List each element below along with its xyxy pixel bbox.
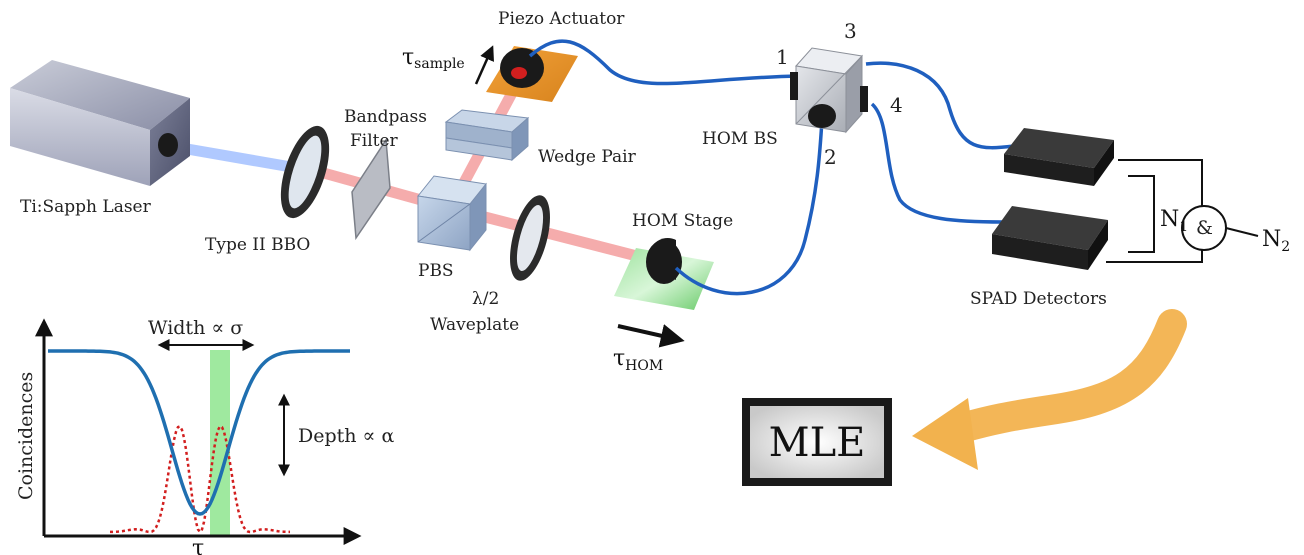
tau-sample-symbol: τsample: [402, 45, 465, 72]
hom-stage-label: HOM Stage: [632, 211, 733, 231]
plot-red-curve: [110, 424, 290, 535]
n2-symbol: N2: [1262, 227, 1290, 255]
port-4: 4: [890, 93, 903, 117]
port-2: 2: [824, 145, 837, 169]
hom-stage: HOM Stage τHOM: [613, 211, 733, 374]
port-3: 3: [844, 19, 857, 43]
data-flow-arrow: [947, 309, 1187, 443]
pbs-cube: PBS: [417, 175, 487, 281]
fibers: [528, 39, 1015, 296]
laser-source: Ti:Sapph Laser: [10, 60, 190, 217]
waveplate-label-2: Waveplate: [430, 315, 519, 335]
depth-label: Depth ∝ α: [298, 425, 394, 447]
hom-bs-label: HOM BS: [702, 129, 778, 149]
waveplate-label-1: λ/2: [472, 289, 499, 309]
mle-box: MLE: [742, 398, 892, 486]
tau-sample-arrow: [474, 45, 494, 85]
hom-dip-plot: Width ∝ σ Depth ∝ α Coincidences τ: [15, 317, 394, 555]
bandpass-label-1: Bandpass: [344, 107, 427, 127]
plot-ylabel: Coincidences: [15, 372, 37, 500]
waveplate: λ/2 Waveplate: [430, 195, 550, 335]
spad-detector-1: [1004, 128, 1114, 186]
tau-hom-symbol: τHOM: [613, 346, 663, 374]
piezo-label: Piezo Actuator: [498, 9, 625, 29]
data-flow-arrowhead: [912, 398, 978, 470]
n1-symbol: N1: [1160, 207, 1188, 235]
width-label: Width ∝ σ: [148, 317, 243, 339]
tau-hom-arrow: [617, 324, 685, 348]
mle-label: MLE: [769, 420, 866, 466]
laser-label: Ti:Sapph Laser: [20, 197, 152, 217]
spad-label: SPAD Detectors: [970, 289, 1107, 309]
bandpass-filter: Bandpass Filter: [344, 107, 427, 241]
pbs-label: PBS: [418, 261, 454, 281]
spad-detectors: SPAD Detectors: [970, 128, 1114, 309]
coincidence-logic: [1106, 159, 1259, 263]
hom-beamsplitter: 1 2 3 4 HOM BS: [702, 19, 903, 169]
wedge-label: Wedge Pair: [538, 147, 637, 167]
bbo-label: Type II BBO: [205, 235, 310, 255]
bbo-crystal: Type II BBO: [205, 125, 330, 255]
and-gate-symbol: &: [1196, 217, 1213, 239]
plot-highlight-band: [210, 350, 230, 536]
plot-xlabel: τ: [192, 536, 204, 555]
spad-detector-2: [992, 206, 1108, 270]
wedge-pair: Wedge Pair: [444, 109, 637, 167]
piezo-stage: Piezo Actuator τsample: [402, 9, 625, 102]
bandpass-label-2: Filter: [350, 131, 399, 151]
port-1: 1: [776, 45, 789, 69]
plot-blue-curve: [48, 349, 350, 516]
